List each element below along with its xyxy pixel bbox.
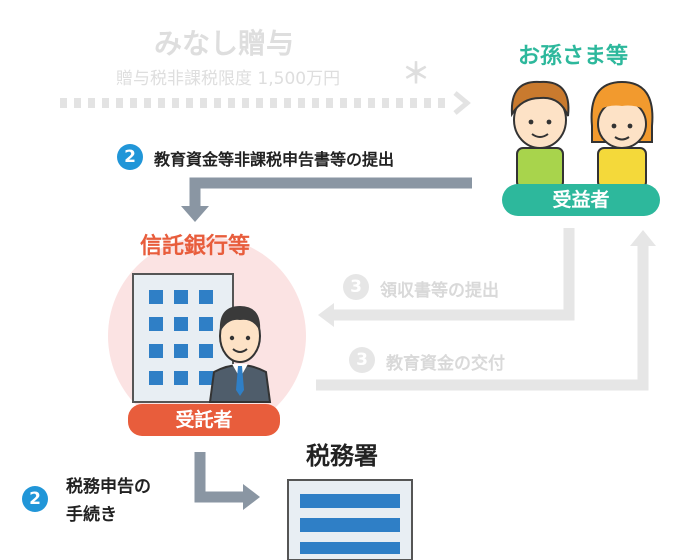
gift-subtitle: 贈与税非課税限度 1,500万円 bbox=[116, 69, 341, 89]
granddaughter-icon bbox=[590, 80, 654, 189]
step-2-badge: 2 bbox=[117, 144, 143, 170]
tax-arrow bbox=[194, 452, 260, 510]
bank-building-icon bbox=[132, 273, 234, 403]
step-2-declaration-label: 教育資金等非課税申告書等の提出 bbox=[154, 150, 395, 169]
declaration-arrow bbox=[181, 177, 472, 222]
step-3-receipts-badge: 3 bbox=[343, 274, 369, 300]
step-2-tax-label-line1: 税務申告の bbox=[66, 477, 151, 497]
tax-office-building-icon bbox=[287, 479, 413, 560]
tax-office-title: 税務署 bbox=[306, 442, 378, 470]
gift-asterisk: ＊ bbox=[402, 57, 431, 90]
bank-title: 信託銀行等 bbox=[140, 234, 251, 259]
bank-role-badge: 受託者 bbox=[128, 404, 280, 436]
beneficiary-role-badge: 受益者 bbox=[502, 184, 660, 216]
funds-arrow bbox=[316, 230, 656, 391]
grandson-icon bbox=[510, 80, 570, 189]
bank-clerk-icon bbox=[208, 306, 272, 403]
step-3-funds-badge: 3 bbox=[349, 347, 375, 373]
gift-title: みなし贈与 bbox=[154, 27, 295, 60]
step-3-funds-label: 教育資金の交付 bbox=[386, 354, 505, 374]
beneficiary-group-title: お孫さま等 bbox=[518, 44, 629, 69]
step-3-receipts-label: 領収書等の提出 bbox=[380, 281, 499, 301]
step-2-tax-label-line2: 手続き bbox=[66, 505, 117, 525]
receipts-arrow bbox=[318, 228, 575, 327]
gift-dotted-arrow bbox=[60, 91, 471, 115]
step-2-tax-badge: 2 bbox=[22, 486, 48, 512]
